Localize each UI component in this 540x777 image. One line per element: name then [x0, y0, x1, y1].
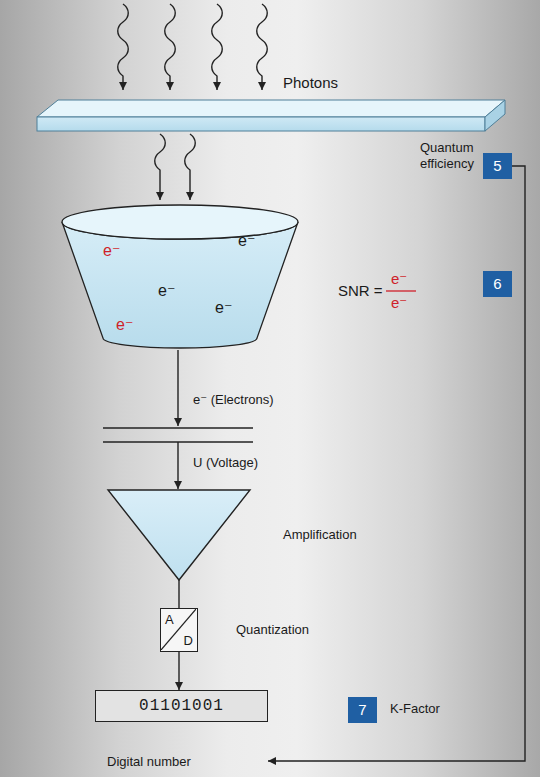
connector-arrow — [178, 652, 179, 690]
electron-symbol: e⁻ — [215, 299, 232, 317]
well-shape — [60, 204, 300, 352]
photon-wave — [118, 4, 129, 90]
quantum-efficiency-label: Quantum efficiency — [420, 140, 484, 172]
photon-waves — [118, 4, 268, 90]
callout-number: 6 — [492, 275, 503, 293]
sensor-slab — [37, 100, 505, 131]
ad-converter-box: AD — [160, 608, 198, 652]
fraction-bar — [386, 290, 416, 291]
electron-symbol: e⁻ — [238, 232, 255, 250]
quantization-label: Quantization — [236, 622, 309, 638]
digital-number-box: 01101001Digital number — [95, 690, 268, 770]
callout-number: 7 — [348, 697, 377, 723]
electron-symbol: e⁻ — [116, 316, 133, 334]
callout-number: 6 — [483, 271, 512, 297]
binary-value: 01101001 — [95, 690, 268, 722]
callout-number: 5 — [483, 153, 512, 179]
connector-arrow — [268, 166, 525, 761]
photon-waves-through — [155, 134, 196, 200]
electron-symbol: e⁻ — [158, 282, 175, 300]
slab-side — [485, 100, 505, 131]
diagonal-line — [161, 609, 196, 650]
converter-letter: A — [165, 612, 174, 627]
voltage-arrow — [177, 442, 178, 489]
snr-label: SNR = — [338, 281, 383, 300]
well-body — [62, 222, 298, 348]
box-caption: Digital number — [95, 754, 268, 770]
electron-well: e⁻ e⁻ e⁻ e⁻ e⁻ — [60, 204, 300, 352]
k-factor-label: K-Factor — [390, 701, 440, 717]
slab-top — [37, 100, 505, 117]
photon-wave — [212, 4, 223, 90]
capacitor-plate — [103, 427, 253, 429]
photon-wave — [257, 4, 268, 90]
amplifier-triangle — [108, 490, 250, 580]
photon-wave — [185, 134, 196, 200]
amplifier-wire — [178, 580, 179, 608]
electron-symbol: e⁻ — [103, 242, 120, 260]
photon-wave — [155, 134, 166, 200]
voltage-label: U (Voltage) — [193, 455, 258, 471]
callout-number: 7 — [357, 701, 368, 719]
slab-front — [37, 117, 485, 131]
well-opening — [62, 205, 298, 239]
electrons-label: e⁻ (Electrons) — [193, 392, 274, 408]
callout-number: 5 — [492, 157, 503, 175]
photons-label: Photons — [283, 73, 338, 92]
amplification-label: Amplification — [283, 527, 357, 543]
converter-letter: D — [184, 633, 193, 648]
snr-numerator: e⁻ — [391, 269, 407, 288]
photon-wave — [165, 4, 176, 90]
electron-arrow — [177, 350, 178, 426]
snr-denominator: e⁻ — [391, 293, 407, 312]
